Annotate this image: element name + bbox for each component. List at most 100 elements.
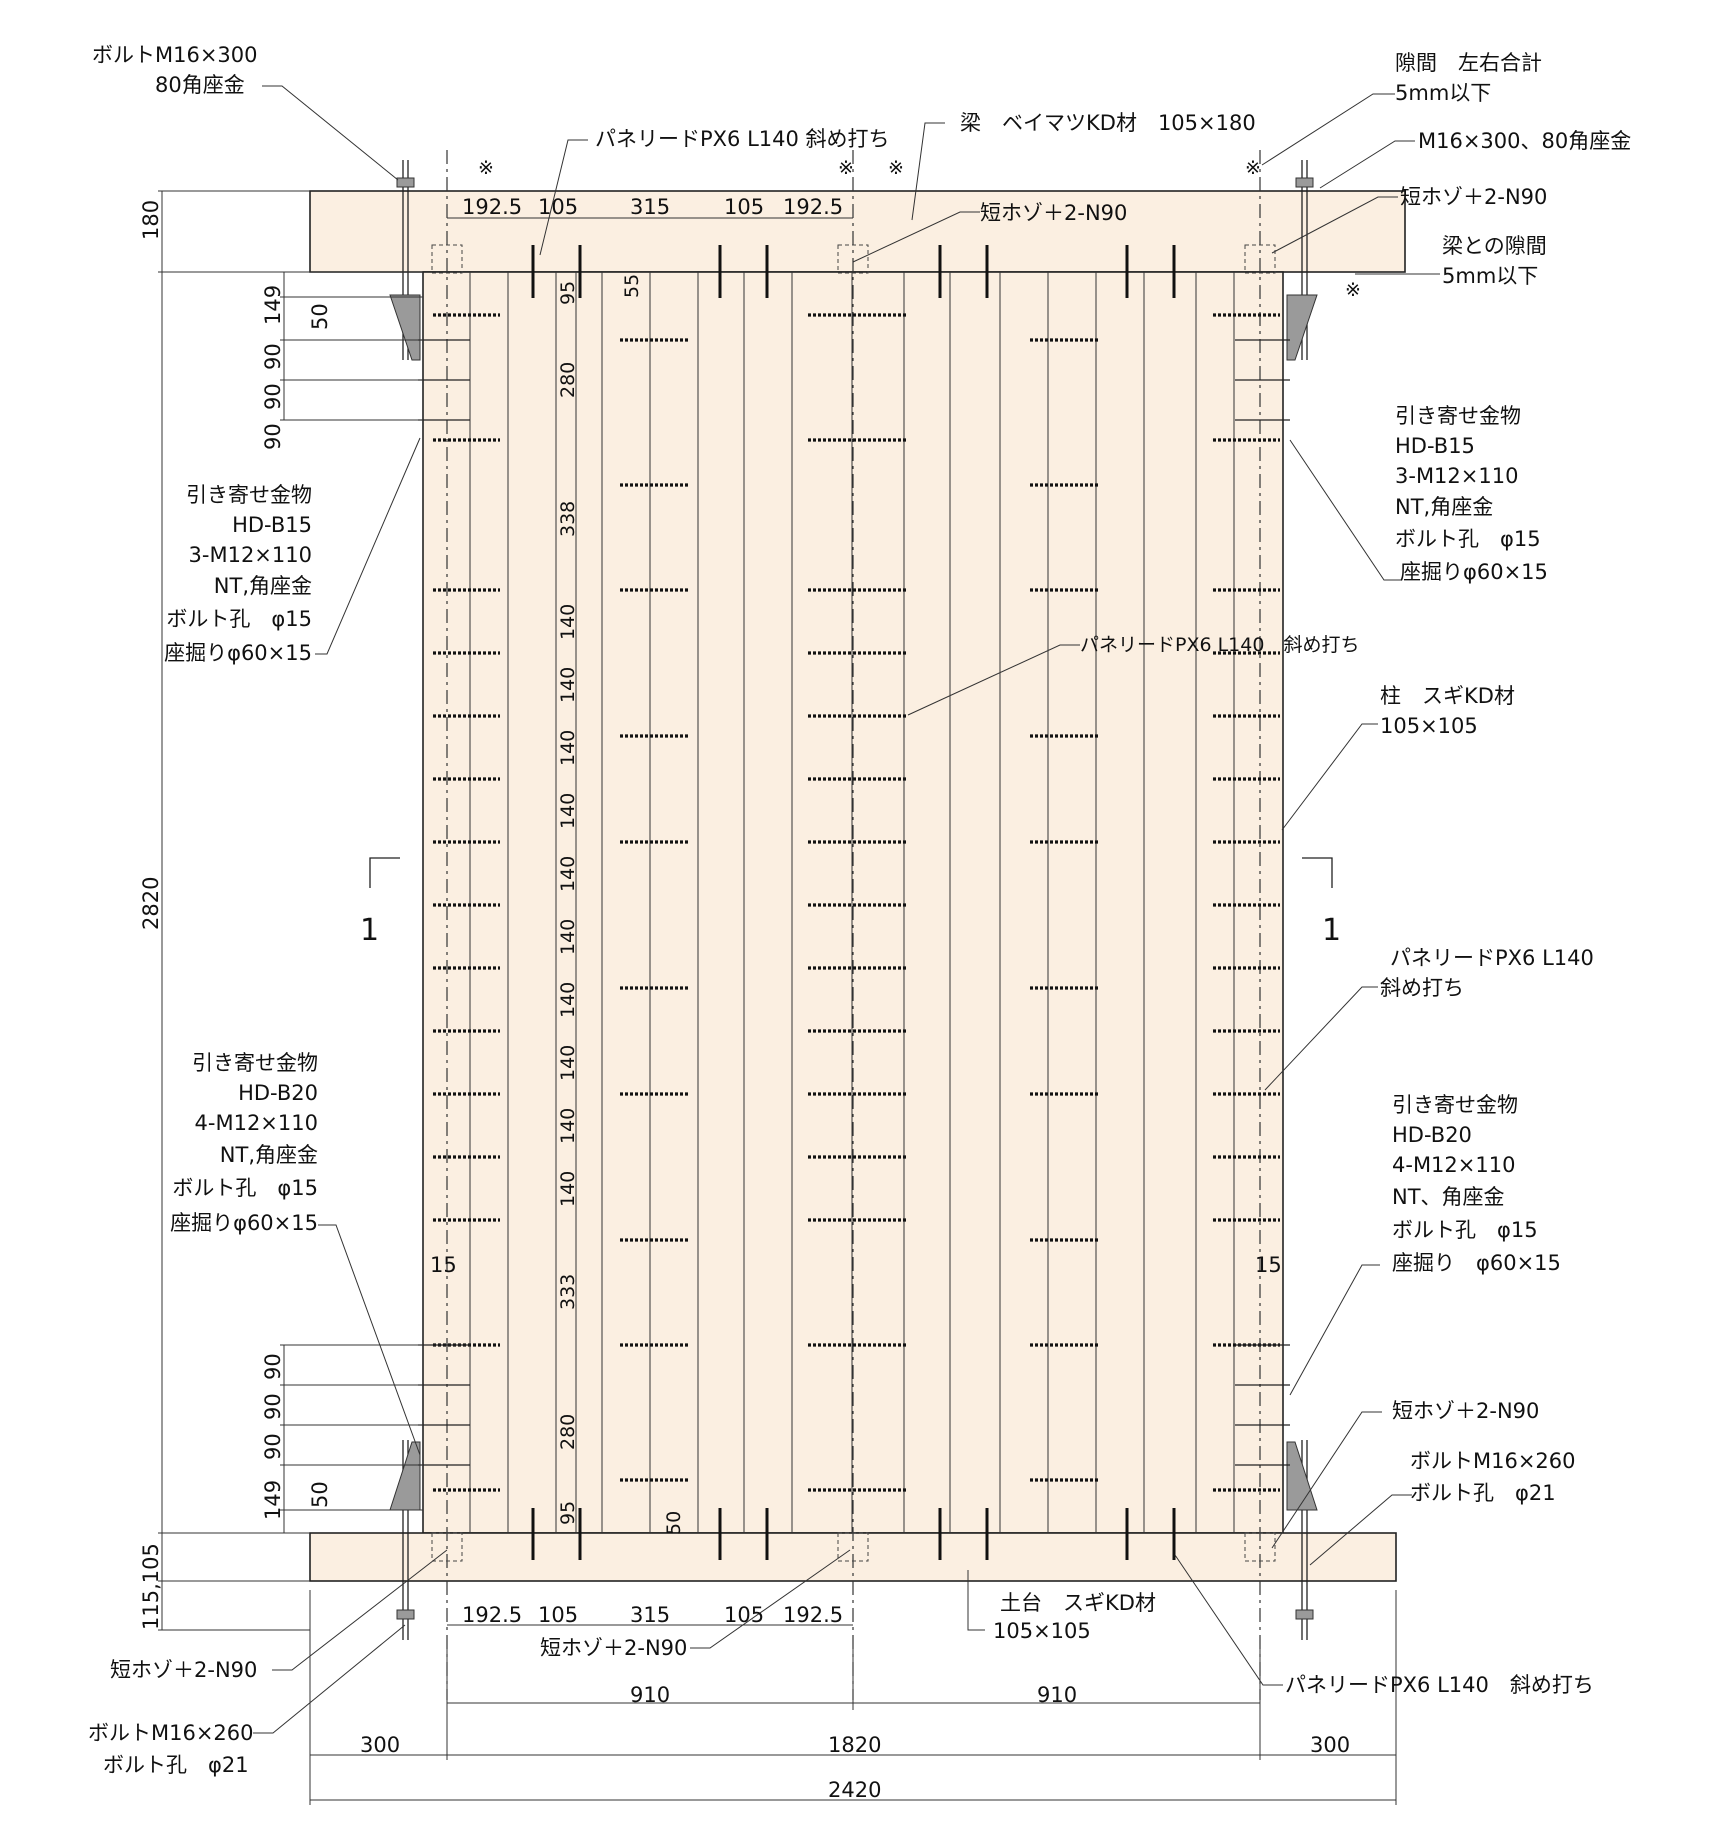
hd-lower-right-l1: 引き寄せ金物 — [1392, 1093, 1518, 1117]
dim-side15-right: 15 — [1255, 1253, 1282, 1277]
hd-lower-right-l5: ボルト孔 φ15 — [1392, 1218, 1538, 1242]
mark-3: ※ — [888, 157, 904, 179]
dim-left-top-5: 90 — [261, 423, 285, 450]
bolt-lower-right-l1: ボルトM16×260 — [1410, 1449, 1576, 1473]
hd-lower-left-l1: 引き寄せ金物 — [192, 1051, 318, 1075]
dim-left-top-2: 50 — [308, 303, 332, 330]
hd-upper-right-l4: NT,角座金 — [1395, 495, 1493, 519]
dim-left-top-3: 90 — [261, 343, 285, 370]
sill-l2: 105×105 — [993, 1619, 1091, 1643]
panel-center: パネリードPX6 L140 斜め打ち — [1080, 634, 1359, 656]
beam-label: 梁 ベイマツKD材 105×180 — [960, 111, 1256, 135]
dim-vert-14: 140 — [557, 1171, 579, 1207]
dim-vert-7: 140 — [557, 730, 579, 766]
dim-core: 1820 — [828, 1733, 881, 1757]
dim-top-3: 315 — [630, 195, 670, 219]
tenon-bottom-center: 短ホゾ＋2-N90 — [540, 1636, 687, 1660]
horizontal-screws — [433, 313, 1280, 1492]
leader-lines — [253, 85, 1440, 1734]
dim-edge-right: 300 — [1310, 1733, 1350, 1757]
dim-total: 2420 — [828, 1778, 881, 1802]
vertical-screws — [531, 245, 1176, 1560]
mark-5: ※ — [1345, 279, 1361, 301]
dim-vert-1: 95 — [557, 281, 579, 305]
hd-upper-left-l1: 引き寄せ金物 — [186, 483, 312, 507]
dimension-lines — [158, 190, 1397, 1805]
dim-top-5: 192.5 — [783, 195, 843, 219]
column-l1: 柱 スギKD材 — [1380, 684, 1515, 708]
hd-lower-left-l3: 4-M12×110 — [195, 1111, 318, 1135]
hd-upper-right-l2: HD-B15 — [1395, 434, 1475, 458]
dim-top-2: 105 — [538, 195, 578, 219]
dim-bottom-5: 192.5 — [783, 1603, 843, 1627]
hd-upper-left-l6: 座掘りφ60×15 — [164, 641, 312, 665]
dim-vert-10: 140 — [557, 919, 579, 955]
hd-upper-right-l3: 3-M12×110 — [1395, 464, 1518, 488]
hd-upper-left-l4: NT,角座金 — [214, 574, 312, 598]
dim-half-right: 910 — [1037, 1683, 1077, 1707]
dim-left-top-4: 90 — [261, 383, 285, 410]
hd-lower-right-l6: 座掘り φ60×15 — [1392, 1251, 1561, 1275]
dim-left-bottom-3: 90 — [261, 1433, 285, 1460]
hd-upper-right-l5: ボルト孔 φ15 — [1395, 527, 1541, 551]
dim-vert-8: 140 — [557, 793, 579, 829]
hd-upper-right-l1: 引き寄せ金物 — [1395, 404, 1521, 428]
hd-upper-right-l6: 座掘りφ60×15 — [1400, 560, 1548, 584]
bolt-bottom-left-l1: ボルトM16×260 — [88, 1721, 254, 1745]
dim-vert-9: 140 — [557, 856, 579, 892]
bolt-lower-right-l2: ボルト孔 φ21 — [1410, 1481, 1556, 1505]
dim-vert-2: 55 — [621, 274, 643, 298]
dim-vert-3: 280 — [557, 362, 579, 398]
section-mark-left: 1 — [360, 913, 379, 948]
gap-top-right-l2: 5mm以下 — [1395, 81, 1491, 105]
dim-sill-stack: 115,105 — [139, 1543, 163, 1630]
hd-upper-left-l3: 3-M12×110 — [189, 543, 312, 567]
tenon-lower-right: 短ホゾ＋2-N90 — [1392, 1399, 1539, 1423]
dim-top-1: 192.5 — [462, 195, 522, 219]
tenon-top-center: 短ホゾ＋2-N90 — [980, 201, 1127, 225]
panel-right-l1: パネリードPX6 L140 — [1390, 946, 1594, 970]
hold-down-bolts — [418, 339, 1290, 1466]
beam-gap-l1: 梁との隙間 — [1442, 234, 1547, 258]
dim-left-bottom-4: 149 — [261, 1480, 285, 1520]
panel-bottom-right: パネリードPX6 L140 斜め打ち — [1285, 1673, 1594, 1697]
beam-gap-l2: 5mm以下 — [1442, 264, 1538, 288]
dim-beam-height: 180 — [139, 200, 163, 240]
dim-vert-16: 280 — [557, 1414, 579, 1450]
dimension-text: 192.5 105 315 105 192.5 192.5 105 315 10… — [139, 195, 1350, 1802]
dim-bottom-3: 315 — [630, 1603, 670, 1627]
labels: ボルトM16×300 80角座金 隙間 左右合計 5mm以下 M16×300、8… — [88, 43, 1631, 1777]
dim-left-bottom-1: 90 — [261, 1353, 285, 1380]
dim-bottom-1: 192.5 — [462, 1603, 522, 1627]
hd-lower-right-l4: NT、角座金 — [1392, 1185, 1505, 1209]
sill-l1: 土台 スギKD材 — [1000, 1591, 1156, 1615]
centerlines — [446, 150, 1261, 1700]
dim-left-bottom-5: 50 — [308, 1481, 332, 1508]
tenon-top-right: 短ホゾ＋2-N90 — [1400, 185, 1547, 209]
dim-left-bottom-2: 90 — [261, 1393, 285, 1420]
dim-side15-left: 15 — [430, 1253, 457, 1277]
hd-lower-right-l3: 4-M12×110 — [1392, 1153, 1515, 1177]
panel-right-l2: 斜め打ち — [1380, 976, 1464, 1000]
mark-4: ※ — [1245, 157, 1261, 179]
column-l2: 105×105 — [1380, 714, 1478, 738]
dim-edge-left: 300 — [360, 1733, 400, 1757]
dim-bottom-2: 105 — [538, 1603, 578, 1627]
dim-vert-15: 333 — [557, 1274, 579, 1310]
hd-lower-left-l6: 座掘りφ60×15 — [170, 1211, 318, 1235]
dim-vert-18: 50 — [663, 1511, 685, 1535]
dim-top-4: 105 — [724, 195, 764, 219]
bolt-top-right: M16×300、80角座金 — [1418, 129, 1631, 153]
dim-half-left: 910 — [630, 1683, 670, 1707]
panel-board-lines — [469, 272, 1235, 1533]
dim-left-top-1: 149 — [261, 285, 285, 325]
hd-lower-left-l2: HD-B20 — [238, 1081, 318, 1105]
bolt-top-left-l1: ボルトM16×300 — [92, 43, 258, 67]
dim-vert-6: 140 — [557, 667, 579, 703]
bolt-bottom-left-l2: ボルト孔 φ21 — [103, 1753, 249, 1777]
hd-upper-left-l2: HD-B15 — [232, 513, 312, 537]
panel-top: パネリードPX6 L140 斜め打ち — [595, 127, 890, 151]
bolt-top-left-l2: 80角座金 — [155, 73, 245, 97]
tenons — [431, 244, 1276, 1562]
